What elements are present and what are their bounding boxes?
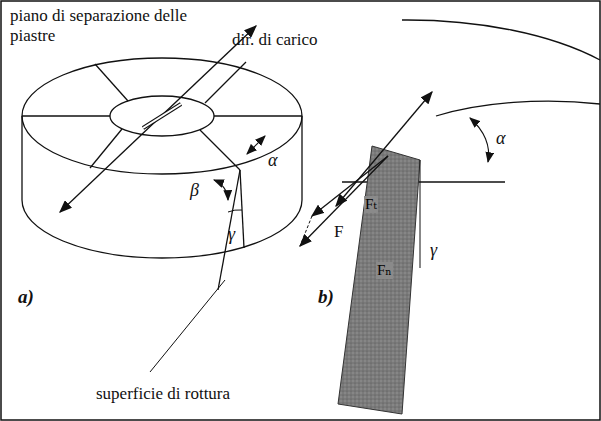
panel-label: a): [18, 286, 34, 308]
angle-symbol: γ: [228, 224, 235, 245]
angle-symbol: β: [190, 180, 199, 201]
angle-symbol: γ: [430, 240, 437, 261]
force-label: Fₜ: [364, 196, 378, 213]
force-label: Fₙ: [376, 262, 393, 279]
panel-label: b): [318, 286, 334, 308]
failure-surface-label: superficie di rottura: [96, 384, 230, 404]
load-direction-label: dir. di carico: [232, 30, 317, 50]
angle-symbol: α: [268, 150, 277, 171]
angle-symbol: α: [496, 128, 505, 149]
plane-label: piano di separazione delle piastre: [10, 6, 200, 45]
force-label: F: [334, 222, 343, 242]
